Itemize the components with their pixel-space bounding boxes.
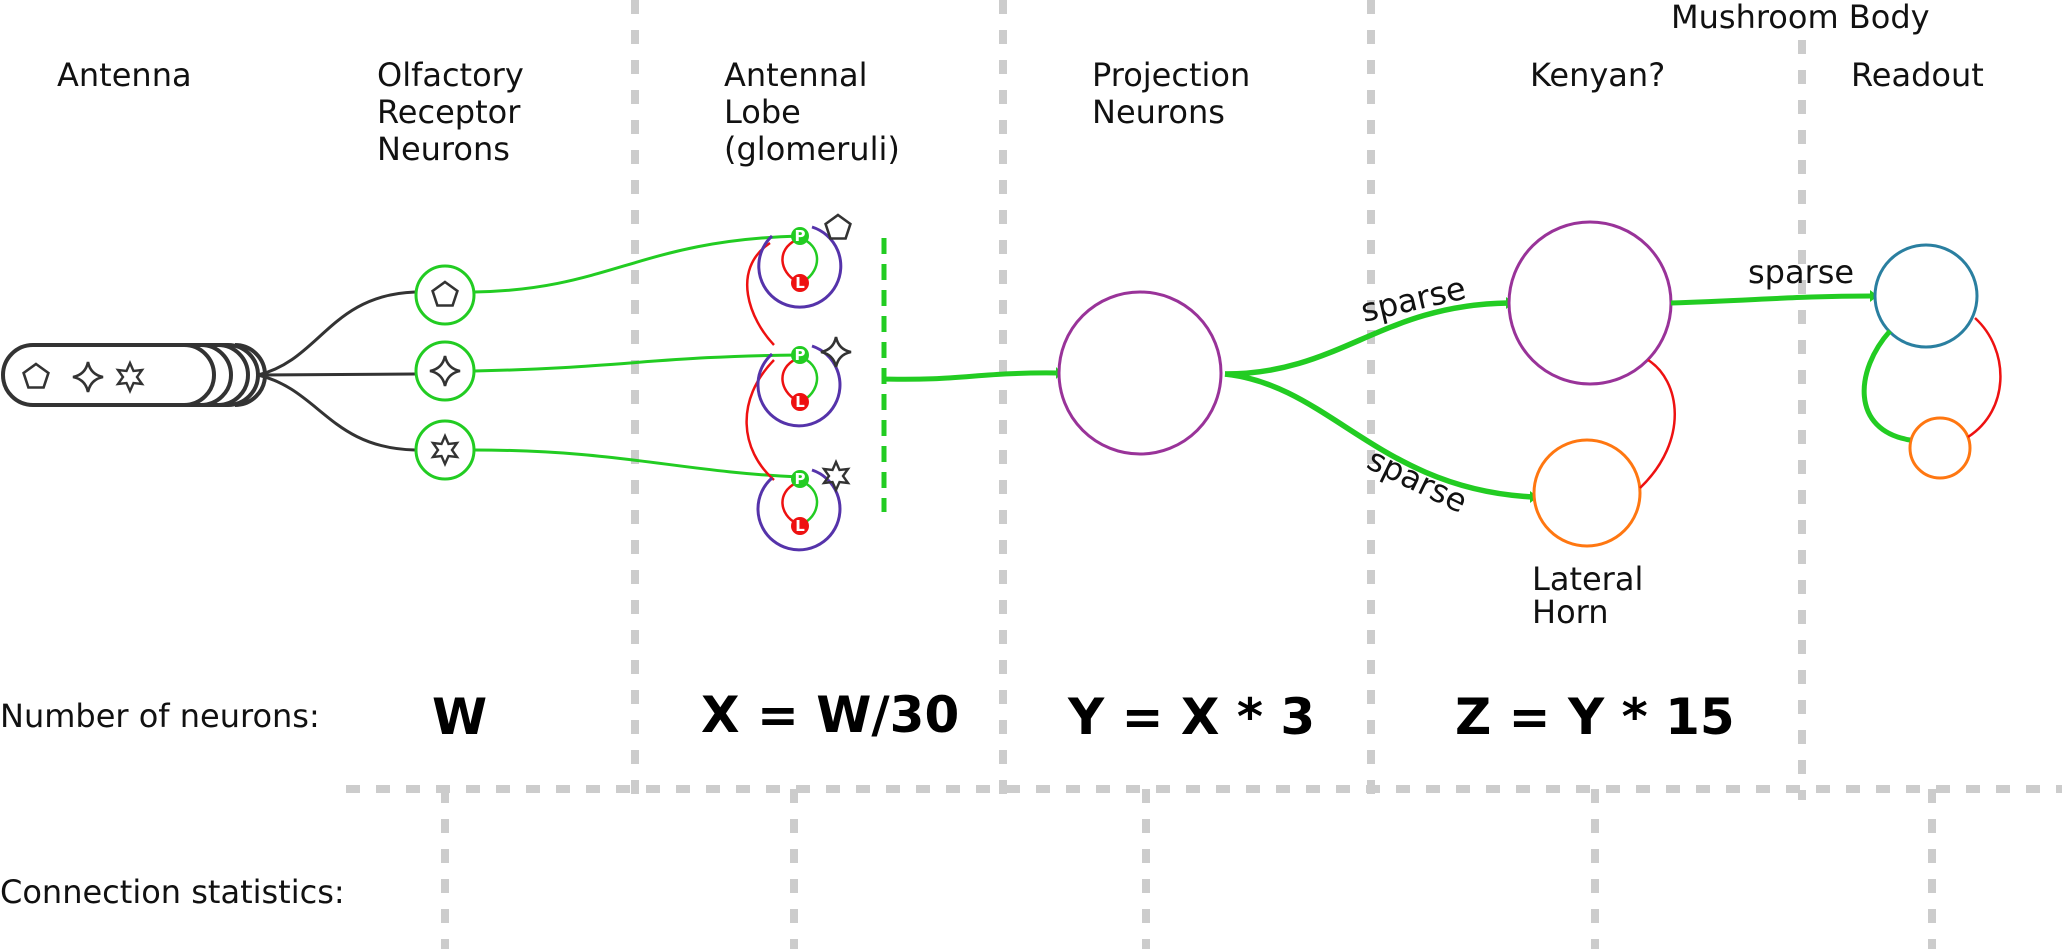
header-readout: Readout bbox=[1851, 56, 1984, 94]
kenyon-cell bbox=[1507, 220, 1673, 386]
orn-to-al-edges bbox=[473, 234, 801, 479]
l-badge: L bbox=[795, 274, 805, 292]
count-x: X = W/30 bbox=[701, 686, 959, 744]
header-al-line1: Antennal bbox=[724, 56, 867, 94]
header-mushroom-body: Mushroom Body bbox=[1671, 0, 1930, 36]
lateral-horn-label-line1: Lateral bbox=[1532, 560, 1643, 598]
connections-row-label: Connection statistics: bbox=[0, 873, 345, 911]
antenna bbox=[1, 343, 267, 407]
header-pn-line1: Projection bbox=[1092, 56, 1250, 94]
column-dividers bbox=[631, 0, 1806, 800]
count-z: Z = Y * 15 bbox=[1455, 688, 1735, 746]
projection-neuron bbox=[1057, 290, 1223, 456]
header-antenna: Antenna bbox=[57, 56, 192, 94]
sparse-label-bottom: sparse bbox=[1361, 440, 1473, 521]
lateral-horn-to-kenyon-edge bbox=[1639, 358, 1676, 489]
al-to-pn-edge bbox=[883, 370, 1059, 382]
l-badge: L bbox=[795, 517, 805, 535]
four-point-star-icon bbox=[819, 335, 853, 369]
p-badge: P bbox=[795, 346, 806, 364]
lateral-horn-label-line2: Horn bbox=[1532, 593, 1609, 631]
readout-inhibitory-cell bbox=[1908, 416, 1972, 480]
glomeruli: P L P L P L bbox=[756, 213, 853, 552]
antenna-to-orn-edges bbox=[257, 290, 416, 452]
header-al-line2: Lobe bbox=[724, 93, 801, 131]
readout-to-inhibitory-edge bbox=[1861, 329, 1911, 443]
table-dividers bbox=[346, 785, 2062, 949]
header-al-line3: (glomeruli) bbox=[724, 130, 900, 168]
header-orn-line2: Receptor bbox=[377, 93, 521, 131]
six-point-star-icon bbox=[822, 460, 850, 492]
kenyon-to-readout-edge bbox=[1670, 293, 1873, 306]
p-badge: P bbox=[795, 470, 806, 488]
inhibitory-to-readout-edge bbox=[1967, 317, 2002, 439]
orn-cells bbox=[414, 264, 476, 481]
header-orn-line3: Neurons bbox=[377, 130, 510, 168]
readout-cell bbox=[1873, 243, 1979, 349]
p-badge: P bbox=[795, 227, 806, 245]
pentagon-icon bbox=[824, 213, 852, 240]
l-badge: L bbox=[795, 393, 805, 411]
glomerulus-lateral-edges bbox=[745, 241, 775, 481]
count-y: Y = X * 3 bbox=[1067, 688, 1315, 746]
header-pn-line2: Neurons bbox=[1092, 93, 1225, 131]
neurons-row-label: Number of neurons: bbox=[0, 697, 320, 735]
count-w: W bbox=[432, 688, 487, 746]
sparse-label-right: sparse bbox=[1748, 253, 1854, 291]
header-kenyon: Kenyan? bbox=[1530, 56, 1665, 94]
pn-output-edges bbox=[1224, 300, 1535, 500]
header-orn-line1: Olfactory bbox=[377, 56, 524, 94]
lateral-horn-cell bbox=[1532, 438, 1642, 548]
